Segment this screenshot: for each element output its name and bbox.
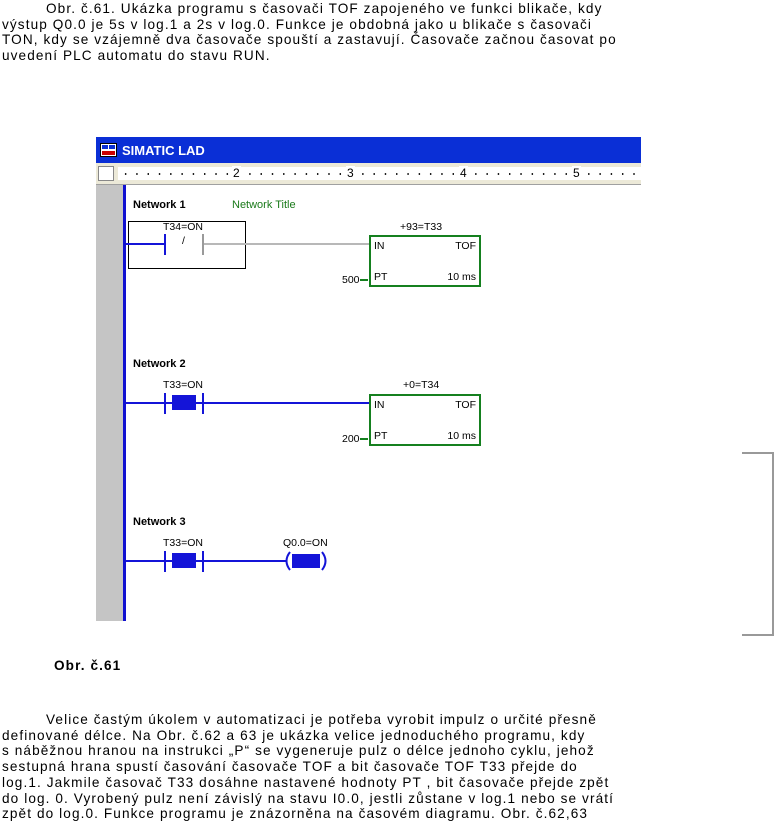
network-1-label[interactable]: Network 1 (133, 199, 186, 211)
timer-timebase: 10 ms (447, 430, 476, 442)
network-2-wire (126, 402, 369, 404)
column-ruler: 2 3 4 5 (96, 163, 641, 185)
network-1-contact-symbol: / (182, 235, 185, 247)
ruler-mark: 3 (346, 166, 355, 180)
network-1-nc-contact[interactable] (164, 233, 204, 255)
network-1-tof-timer[interactable]: IN TOF PT 10 ms (369, 235, 481, 287)
ruler-mark: 4 (459, 166, 468, 180)
simatic-lad-window: SIMATIC LAD 2 3 4 5 Network 1 Network Ti… (96, 137, 641, 621)
network-1-wire-off (204, 243, 370, 245)
network-3-contact-left (164, 551, 166, 572)
network-2-timer-header[interactable]: +0=T34 (403, 379, 440, 391)
simatic-lad-window-icon (100, 143, 117, 157)
ruler-mark: 2 (232, 166, 241, 180)
network-2-contact-right (202, 393, 204, 414)
text-line: sestupná hrana spustí časování časovače … (2, 759, 578, 775)
timer-type: TOF (455, 240, 476, 252)
network-1-contact-left (164, 234, 166, 255)
text-line: výstup Q0.0 je 5s v log.1 a 2s v log.0. … (2, 16, 593, 32)
network-3-contact-address[interactable]: T33=ON (163, 537, 203, 549)
network-1-wire (126, 243, 164, 245)
network-2-no-contact[interactable] (172, 395, 196, 410)
network-3-wire (126, 560, 286, 562)
timer-type: TOF (455, 399, 476, 411)
network-3-no-contact[interactable] (172, 553, 196, 568)
timer-pt-label: PT (374, 430, 388, 442)
side-bracket (742, 452, 774, 636)
text-line: TON, kdy se vzájemně dva časovače spoušt… (2, 32, 617, 48)
text-line: uvedení PLC automatu do stavu RUN. (2, 48, 271, 64)
selected-contact-frame (128, 221, 246, 269)
text-line: Velice častým úkolem v automatizaci je p… (46, 712, 597, 727)
text-line: do log. 0. Vyrobený pulz není závislý na… (2, 790, 614, 806)
ruler-scale: 2 3 4 5 (118, 166, 641, 180)
timer-in-label: IN (374, 399, 385, 411)
power-rail (123, 185, 126, 621)
network-1-contact-address[interactable]: T34=ON (163, 221, 203, 233)
network-1-contact-right (202, 234, 204, 255)
text-line: definované délce. Na Obr. č.62 a 63 je u… (2, 727, 586, 743)
timer-timebase: 10 ms (447, 271, 476, 283)
text-line: s náběžnou hranou na instrukci „P“ se vy… (2, 743, 595, 759)
network-3-coil-address[interactable]: Q0.0=ON (283, 537, 328, 549)
network-1-title[interactable]: Network Title (232, 199, 296, 211)
text-line: Obr. č.61. Ukázka programu s časovači TO… (46, 1, 603, 16)
body-paragraph: Velice častým úkolem v automatizaci je p… (2, 712, 743, 822)
ruler-mark: 5 (572, 166, 581, 180)
network-2-contact-address[interactable]: T33=ON (163, 379, 203, 391)
network-1-timer-header[interactable]: +93=T33 (400, 221, 443, 233)
intro-paragraph: Obr. č.61. Ukázka programu s časovači TO… (2, 1, 743, 64)
network-1-pt-value[interactable]: 500 (342, 274, 368, 286)
timer-pt-label: PT (374, 271, 388, 283)
window-title: SIMATIC LAD (122, 142, 205, 158)
network-3-label[interactable]: Network 3 (133, 516, 186, 528)
text-line: log.1. Jakmile časovač T33 dosáhne nasta… (2, 774, 610, 790)
timer-in-label: IN (374, 240, 385, 252)
network-2-pt-value[interactable]: 200 (342, 433, 368, 445)
text-line: zpět do log.0. Funkce programu je znázor… (2, 806, 589, 822)
network-margin (96, 185, 123, 621)
ruler-corner[interactable] (98, 166, 114, 181)
network-2-contact-left (164, 393, 166, 414)
window-title-bar[interactable]: SIMATIC LAD (96, 137, 641, 163)
figure-caption: Obr. č.61 (54, 658, 122, 673)
network-3-contact-right (202, 551, 204, 572)
network-2-label[interactable]: Network 2 (133, 358, 186, 370)
network-3-output-coil[interactable] (282, 550, 332, 572)
network-2-tof-timer[interactable]: IN TOF PT 10 ms (369, 394, 481, 446)
